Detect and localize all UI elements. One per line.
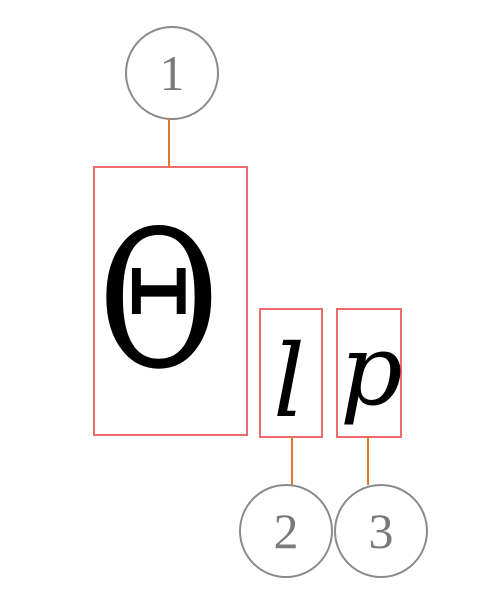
glyph-theta: Θ [98, 190, 220, 411]
callout-badge-1: 1 [125, 26, 219, 120]
leader-line-3 [367, 437, 369, 485]
callout-badge-2: 2 [239, 484, 333, 578]
bounding-box-theta [93, 166, 248, 436]
leader-line-1 [168, 118, 170, 166]
bounding-box-p [336, 308, 402, 438]
leader-line-2 [291, 437, 293, 485]
callout-number-2: 2 [273, 503, 299, 559]
callout-number-3: 3 [368, 503, 394, 559]
glyph-p: p [340, 314, 403, 428]
callout-number-1: 1 [159, 45, 185, 101]
glyph-l: l [273, 323, 305, 440]
callout-badge-3: 3 [334, 484, 428, 578]
